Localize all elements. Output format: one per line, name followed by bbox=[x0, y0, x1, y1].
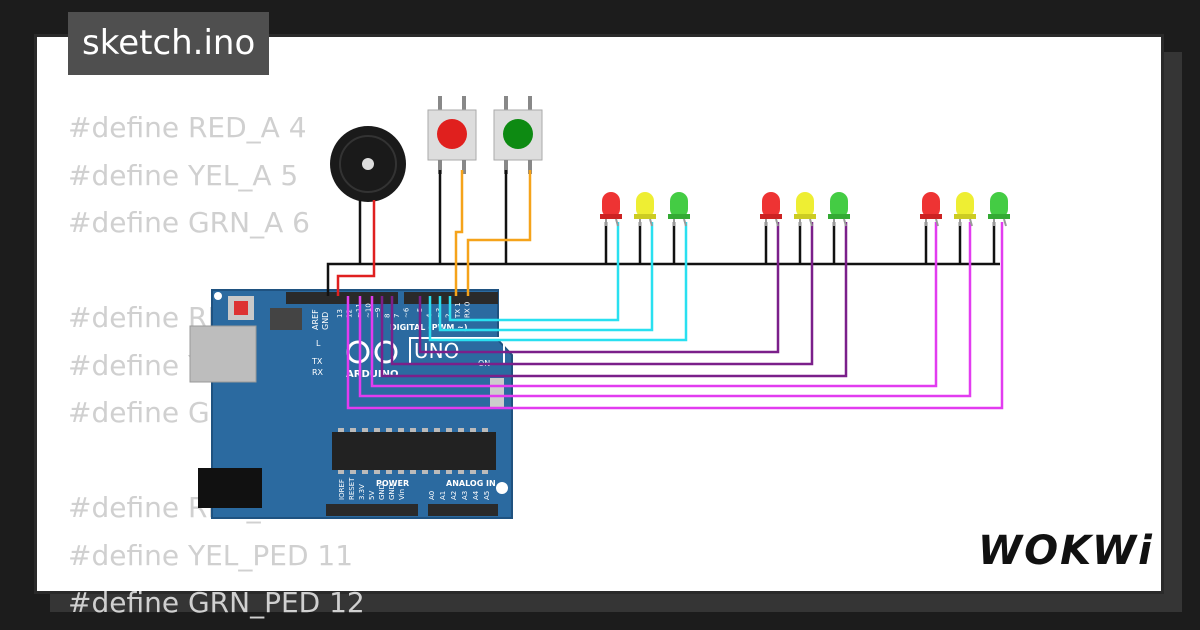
code-line: #define YEL_PED 11 bbox=[68, 538, 354, 572]
power-header bbox=[326, 504, 418, 516]
power-pin-label: GND bbox=[388, 484, 396, 500]
digital-header-left bbox=[286, 292, 398, 304]
analog-pin-label: A5 bbox=[483, 491, 491, 500]
code-line: #define YEL_A 5 bbox=[68, 158, 299, 192]
digital-pin-label: ~10 bbox=[365, 303, 373, 318]
led-green-a bbox=[668, 192, 690, 227]
power-label: POWER bbox=[376, 479, 409, 488]
power-pin-label: 3.3V bbox=[358, 484, 366, 500]
power-jack bbox=[198, 468, 262, 508]
led-red-b bbox=[760, 192, 782, 227]
digital-pin-label: 8 bbox=[384, 314, 392, 318]
usb-port bbox=[189, 325, 257, 383]
power-pin-label: Vin bbox=[398, 489, 406, 500]
analog-pin-label: A3 bbox=[461, 491, 469, 500]
rx-label: RX bbox=[312, 368, 324, 377]
power-pin-label: 5V bbox=[368, 491, 376, 500]
analog-in-label: ANALOG IN bbox=[446, 479, 496, 488]
led-yellow-b bbox=[794, 192, 816, 227]
led-green-ped bbox=[988, 192, 1010, 227]
file-title: sketch.ino bbox=[68, 12, 270, 75]
gnd-label: GND bbox=[321, 312, 330, 330]
led-red-ped bbox=[920, 192, 942, 227]
led-yellow-a bbox=[634, 192, 656, 227]
power-pin-label: IOREF bbox=[338, 479, 346, 500]
code-line: #define GRN_PED 12 bbox=[68, 586, 365, 619]
code-line: #define GRN_A 6 bbox=[68, 206, 310, 239]
analog-pin-label: A0 bbox=[428, 491, 436, 500]
digital-pin-label: 13 bbox=[336, 309, 344, 318]
analog-header bbox=[428, 504, 498, 516]
digital-pin-label: ~9 bbox=[374, 308, 382, 318]
pushbutton-red[interactable] bbox=[427, 96, 477, 174]
led-red-a bbox=[600, 192, 622, 227]
digital-pin-label: ~6 bbox=[403, 307, 411, 318]
analog-pin-label: A2 bbox=[450, 491, 458, 500]
led-group-b[interactable] bbox=[760, 192, 850, 227]
digital-pin-label: RX 0 bbox=[464, 302, 472, 318]
digital-pin-label: TX 1 bbox=[454, 302, 462, 319]
tx-label: TX bbox=[311, 357, 323, 366]
analog-pin-label: A4 bbox=[472, 490, 480, 500]
led-group-a[interactable] bbox=[600, 192, 690, 227]
led-yellow-ped bbox=[954, 192, 976, 227]
aref-label: AREF bbox=[311, 309, 320, 330]
digital-pin-label: 2 bbox=[445, 314, 453, 318]
led-group-ped[interactable] bbox=[920, 192, 1010, 227]
code-line: #define RED_A 4 bbox=[68, 111, 307, 144]
power-pin-label: RESET bbox=[348, 477, 356, 500]
analog-pin-label: A1 bbox=[439, 491, 447, 500]
buzzer[interactable] bbox=[330, 126, 406, 202]
atmega-chip bbox=[332, 432, 496, 470]
digital-pin-label: 12 bbox=[346, 309, 354, 318]
pushbutton-green[interactable] bbox=[493, 96, 543, 174]
wokwi-logo: WOKWi bbox=[978, 528, 1154, 574]
l-label: L bbox=[316, 339, 321, 348]
arduino-uno-board[interactable]: AREF GND L TX RX ON DIGITAL (PWM ~) POWE… bbox=[189, 289, 513, 519]
led-green-b bbox=[828, 192, 850, 227]
digital-pin-label: 7 bbox=[393, 314, 401, 318]
power-pin-label: GND bbox=[378, 484, 386, 500]
